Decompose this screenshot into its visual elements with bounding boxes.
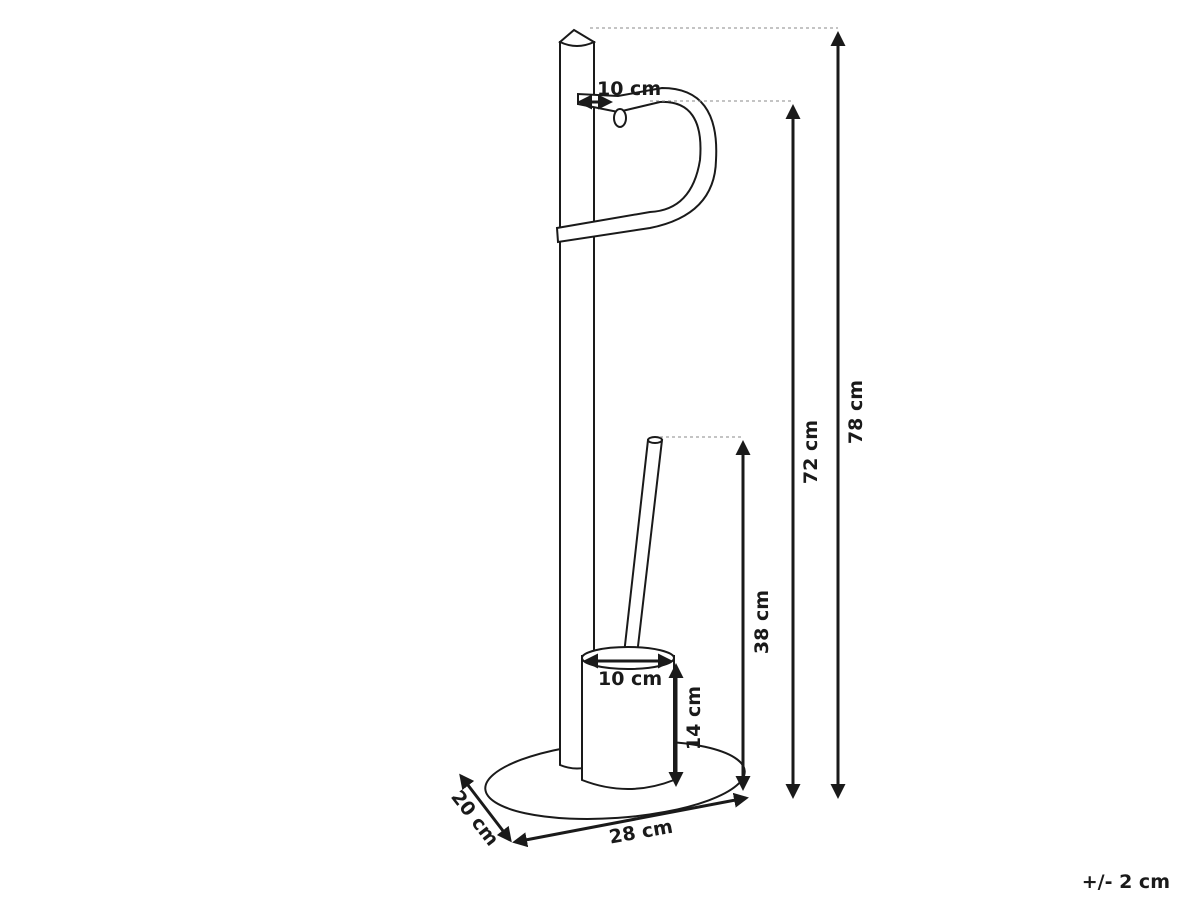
cup-height-label: 14 cm — [683, 686, 705, 750]
total-height-label: 78 cm — [845, 380, 867, 444]
base-width-arrow — [512, 792, 749, 848]
brush-height-label: 38 cm — [751, 590, 773, 654]
cup-diameter-label: 10 cm — [598, 668, 662, 690]
base-width-label: 28 cm — [607, 816, 674, 849]
holder-height-label: 72 cm — [800, 420, 822, 484]
holder-depth-label: 10 cm — [597, 78, 661, 100]
brush-handle — [620, 439, 664, 673]
base-depth-arrow — [459, 773, 512, 843]
paper-holder-arm — [555, 86, 718, 244]
tolerance-note: +/- 2 cm — [1082, 871, 1170, 893]
